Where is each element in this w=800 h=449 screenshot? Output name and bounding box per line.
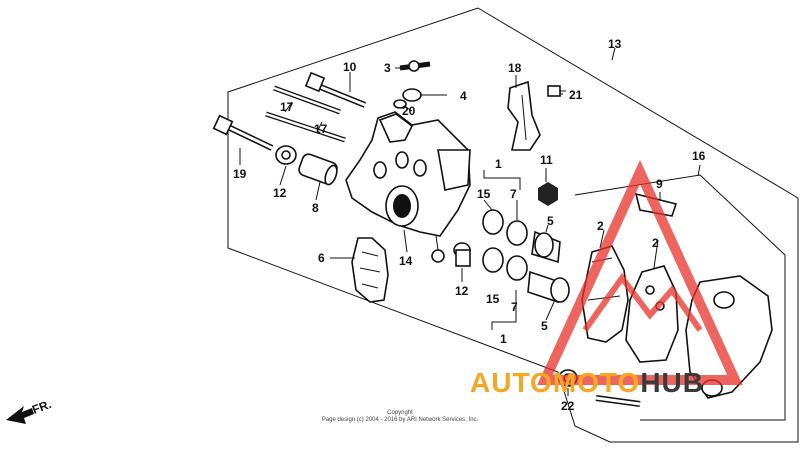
- retainer-clip-6[interactable]: [351, 237, 389, 303]
- callout-14: 14: [399, 254, 413, 268]
- nut-11[interactable]: [538, 182, 558, 206]
- front-direction-arrow: FR.: [6, 397, 53, 424]
- watermark-auto: AUTO: [470, 367, 553, 398]
- callout-17-lower: 17: [314, 122, 328, 136]
- copyright-line: Page design (c) 2004 - 2016 by ARI Netwo…: [322, 417, 479, 423]
- callout-15-lower: 15: [486, 292, 500, 306]
- ring-7-lower[interactable]: [506, 255, 528, 281]
- callout-15-upper: 15: [477, 187, 491, 201]
- callout-11: 11: [540, 153, 553, 167]
- copyright-title: Copyright: [387, 410, 413, 416]
- callout-9: 9: [656, 177, 663, 191]
- callout-12-upper: 12: [273, 186, 287, 200]
- bolt-19[interactable]: [212, 114, 274, 151]
- bleeder-screw-3[interactable]: [399, 60, 431, 72]
- callout-20: 20: [402, 104, 416, 118]
- pin-17-lower[interactable]: [265, 111, 346, 143]
- seal-15-upper[interactable]: [482, 209, 504, 235]
- callout-7-lower: 7: [511, 300, 518, 314]
- pad-spring-18[interactable]: [507, 80, 541, 151]
- callout-5-lower: 5: [541, 319, 548, 333]
- callout-6: 6: [318, 251, 325, 265]
- callout-13: 13: [608, 37, 622, 51]
- seal-15-lower[interactable]: [482, 247, 504, 273]
- callout-4: 4: [460, 89, 467, 103]
- sleeve-12-upper[interactable]: [275, 145, 297, 165]
- pad-set-outline: [574, 174, 786, 421]
- callout-22: 22: [561, 399, 575, 413]
- callout-10: 10: [343, 60, 357, 74]
- caliper-body-14[interactable]: [345, 111, 471, 263]
- callout-5-upper: 5: [547, 214, 554, 228]
- callouts: 13 10 3 18 4 21 17 20 17 16 1 11 19 9 12…: [233, 37, 706, 413]
- callout-12-lower: 12: [455, 284, 469, 298]
- callout-7-upper: 7: [510, 187, 517, 201]
- watermark-moto: MOTO: [553, 367, 640, 398]
- callout-2-right: 2: [652, 236, 659, 250]
- assembly-outline: [227, 7, 799, 443]
- piston-5-upper[interactable]: [531, 230, 561, 264]
- leader-lines: [239, 47, 701, 396]
- cap-4[interactable]: [402, 88, 440, 102]
- fitting-20[interactable]: [393, 99, 407, 109]
- pin-17-upper[interactable]: [273, 85, 341, 115]
- callout-1-lower: 1: [500, 332, 507, 346]
- boot-8[interactable]: [297, 153, 339, 187]
- watermark-hub: HUB: [640, 367, 704, 398]
- bolt-10[interactable]: [304, 71, 367, 108]
- callout-2-left: 2: [597, 219, 604, 233]
- callout-19: 19: [233, 167, 247, 181]
- direction-label: FR.: [30, 397, 53, 417]
- svg-text:AUTOMOTOHUB: AUTOMOTOHUB: [470, 367, 704, 398]
- callout-21: 21: [569, 88, 583, 102]
- callout-18: 18: [508, 61, 522, 75]
- callout-3: 3: [384, 61, 391, 75]
- callout-8: 8: [312, 201, 319, 215]
- ring-7-upper[interactable]: [506, 220, 528, 246]
- callout-1-upper: 1: [495, 157, 502, 171]
- screw-21[interactable]: [547, 85, 566, 97]
- bolt-22[interactable]: [595, 395, 641, 407]
- sleeve-12-lower[interactable]: [453, 242, 471, 267]
- callout-17-upper: 17: [280, 100, 294, 114]
- automotohub-watermark: AUTOMOTOHUB: [470, 159, 743, 398]
- callout-16: 16: [692, 149, 706, 163]
- piston-5-lower[interactable]: [527, 270, 570, 304]
